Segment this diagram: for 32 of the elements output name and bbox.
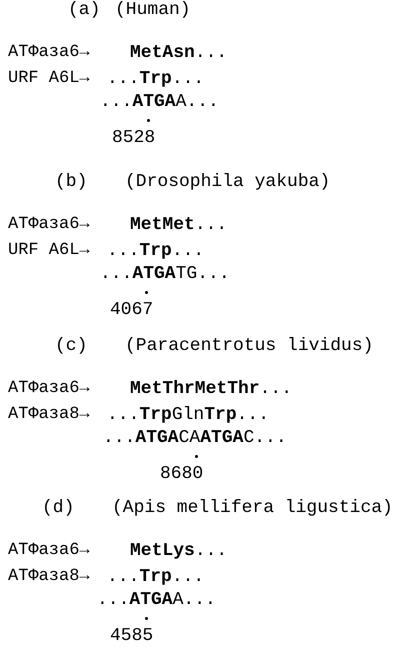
amino-acid-sequence: MetLys... [130, 542, 228, 560]
position-number: 8528 [112, 129, 156, 147]
species-name: (Drosophila yakuba) [125, 173, 330, 191]
position-number: 4067 [110, 301, 154, 319]
amino-acid-sequence: ...TrpGlnTrp... [107, 406, 270, 424]
nucleotide-sequence: ...ATGATG... [100, 265, 230, 283]
panel-label: (d) [42, 499, 74, 517]
gene-label: ATФаза6→ [8, 542, 90, 559]
gene-label: ATФаза8→ [8, 406, 90, 423]
amino-acid-sequence: MetMet... [130, 216, 228, 234]
nucleotide-sequence: ...ATGAA... [100, 93, 219, 111]
panel-label: (c) [55, 337, 88, 355]
amino-acid-sequence: ...Trp... [107, 242, 204, 260]
amino-acid-sequence: MetAsn... [130, 44, 228, 62]
position-number: 8680 [160, 465, 204, 483]
gene-label: ATФаза6→ [8, 44, 90, 61]
gene-label: ATФаза6→ [8, 380, 90, 397]
gene-label: URF A6L→ [8, 242, 90, 259]
nucleotide-sequence: ...ATGAA... [97, 591, 216, 609]
amino-acid-sequence: ...Trp... [107, 70, 204, 88]
species-name: (Paracentrotus lividus) [125, 337, 374, 355]
panel-label: (a) [68, 1, 100, 19]
nucleotide-sequence: ...ATGACAATGAC... [103, 429, 287, 447]
gene-label: URF A6L→ [8, 70, 90, 87]
amino-acid-sequence: MetThrMetThr... [130, 380, 292, 398]
gene-label: ATФаза6→ [8, 216, 90, 233]
gene-label: ATФаза8→ [8, 568, 90, 585]
amino-acid-sequence: ...Trp... [107, 568, 204, 586]
species-name: (Apis mellifera ligustica) [112, 499, 393, 517]
position-number: 4585 [110, 627, 154, 645]
species-name: (Human) [115, 1, 191, 19]
panel-label: (b) [55, 173, 88, 191]
